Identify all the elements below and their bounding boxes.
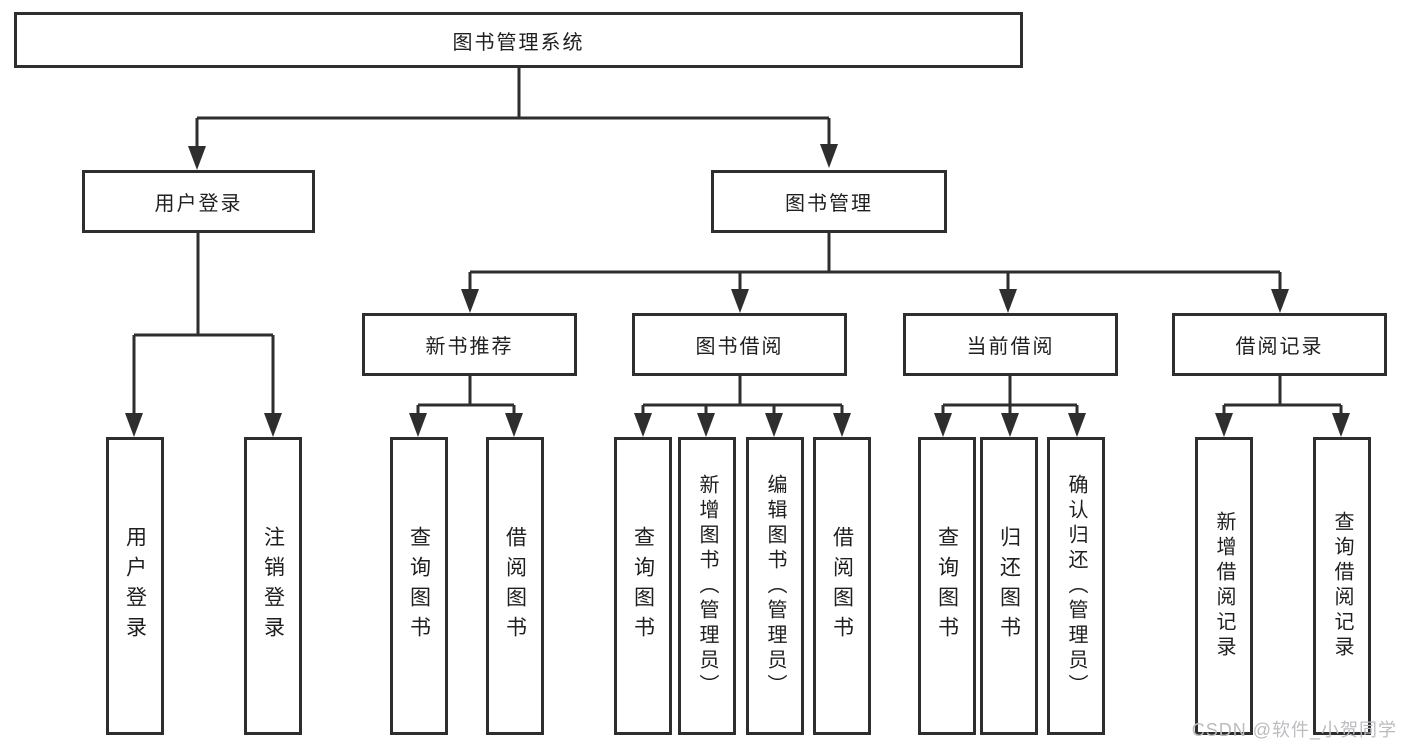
leaf-return-books: 归还图书	[980, 437, 1038, 735]
leaf-logout: 注销登录	[244, 437, 302, 735]
node-new-book-recommendation: 新书推荐	[362, 313, 577, 376]
node-current-borrowing: 当前借阅	[903, 313, 1118, 376]
leaf-add-borrow-record: 新增借阅记录	[1195, 437, 1253, 735]
node-user-login: 用户登录	[82, 170, 315, 233]
leaf-query-books-recommend: 查询图书	[390, 437, 448, 735]
node-root: 图书管理系统	[14, 12, 1023, 68]
leaf-confirm-return-admin: 确认归还（管理员）	[1047, 437, 1105, 735]
leaf-query-borrow-record: 查询借阅记录	[1313, 437, 1371, 735]
leaf-borrow-books-recommend: 借阅图书	[486, 437, 544, 735]
watermark-text: CSDN @软件_小贺同学	[1191, 720, 1397, 740]
node-book-management: 图书管理	[711, 170, 947, 233]
leaf-user-login: 用户登录	[106, 437, 164, 735]
leaf-query-books-current: 查询图书	[918, 437, 976, 735]
leaf-add-books-admin: 新增图书（管理员）	[678, 437, 736, 735]
leaf-edit-books-admin: 编辑图书（管理员）	[746, 437, 804, 735]
leaf-borrow-books-borrowing: 借阅图书	[813, 437, 871, 735]
node-book-borrowing: 图书借阅	[632, 313, 847, 376]
leaf-query-books-borrowing: 查询图书	[614, 437, 672, 735]
node-borrowing-records: 借阅记录	[1172, 313, 1387, 376]
